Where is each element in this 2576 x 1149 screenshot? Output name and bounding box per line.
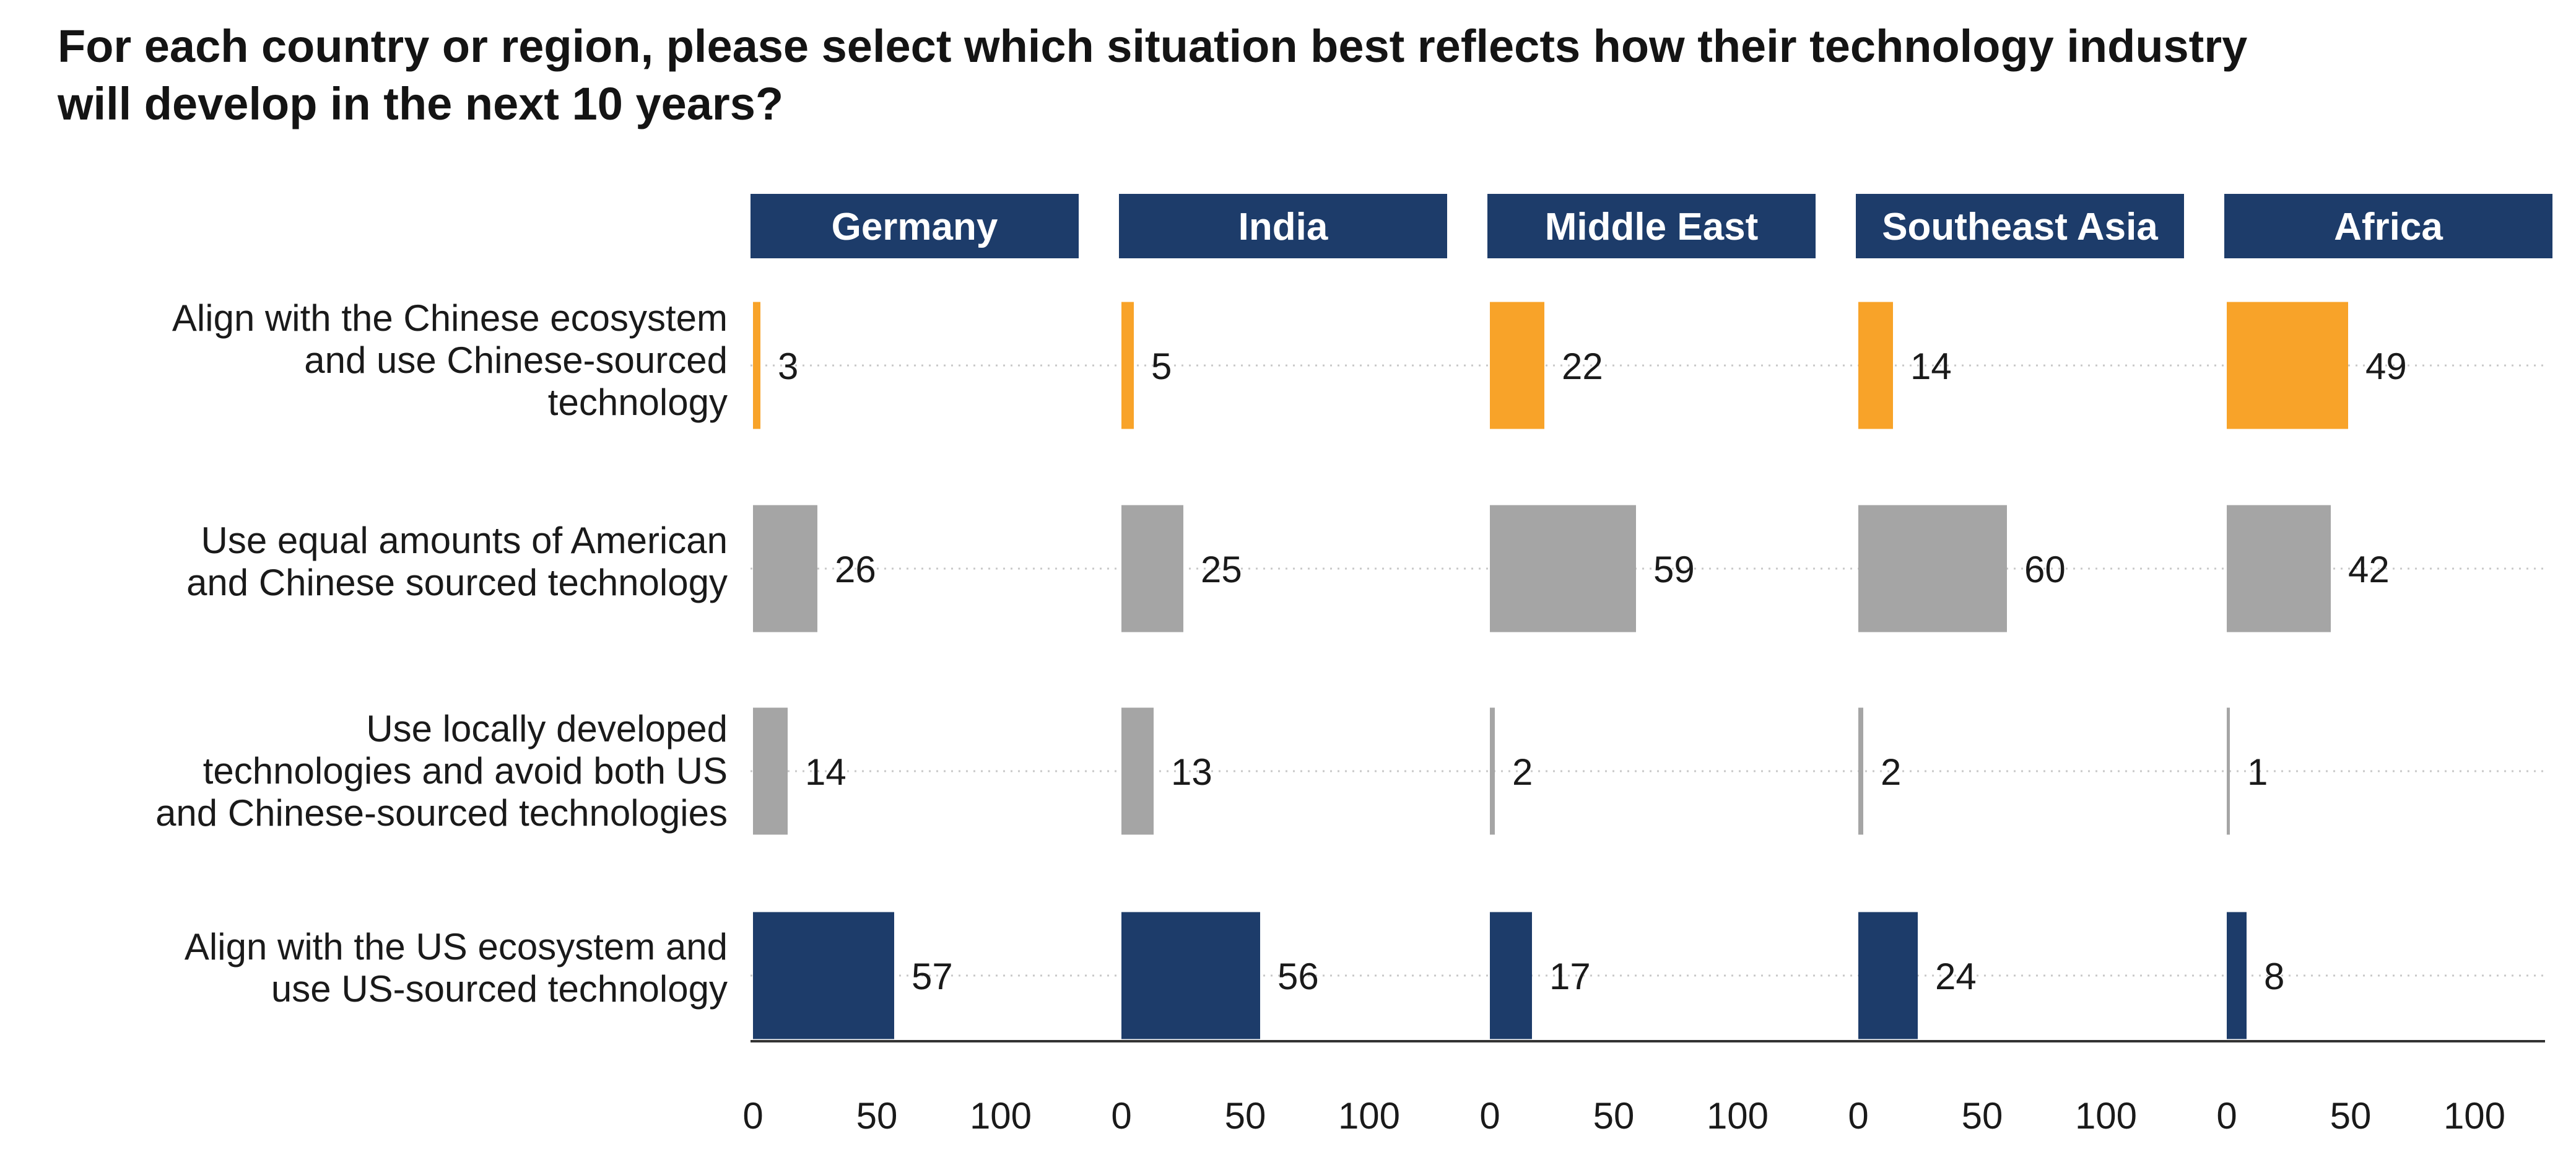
bar-local	[1121, 707, 1154, 835]
panel-header-background	[751, 194, 1079, 258]
row-label-line: Use locally developed	[366, 708, 728, 749]
axes: 0 50 100 0 50 100 0 50 100 0 50 100 0 50 100	[742, 1040, 2545, 1137]
bar-chinese	[753, 302, 760, 429]
value-label: 2	[1881, 751, 1901, 793]
bar-equal	[1858, 505, 2007, 632]
bar-local	[2227, 707, 2230, 835]
bar-local	[1490, 707, 1495, 835]
bar-local	[753, 707, 788, 835]
row-label-line: and use Chinese-sourced	[304, 339, 728, 381]
value-label: 17	[1549, 956, 1591, 997]
value-label: 25	[1201, 549, 1242, 590]
x-tick-label: 0	[2216, 1095, 2237, 1137]
bar-us	[1121, 912, 1260, 1039]
row-label-line: and Chinese sourced technology	[186, 562, 728, 603]
panel-header-background	[1119, 194, 1447, 258]
bar-equal	[2227, 505, 2331, 632]
row-label-local: Use locally developed technologies and a…	[15, 708, 728, 834]
x-tick-label: 50	[1225, 1095, 1266, 1137]
value-label: 24	[1935, 956, 1977, 997]
row-label-us: Align with the US ecosystem and use US-s…	[15, 926, 728, 1010]
x-tick-label: 50	[1593, 1095, 1635, 1137]
value-label: 1	[2247, 751, 2268, 793]
x-tick-label: 100	[970, 1095, 1032, 1137]
x-tick-label: 100	[1707, 1095, 1769, 1137]
bars: 3 26 14 57 5 25 13 56 22 59 2 17 14 60 2 24 49 42 1 8	[753, 302, 2407, 1039]
value-label: 49	[2365, 346, 2407, 387]
value-label: 14	[805, 751, 846, 793]
panel-header-label: Germany	[832, 206, 998, 248]
panel-header-background	[1856, 194, 2184, 258]
value-label: 26	[835, 549, 876, 590]
value-label: 2	[1512, 751, 1533, 793]
x-tick-label: 0	[742, 1095, 763, 1137]
value-label: 13	[1171, 751, 1212, 793]
value-label: 22	[1562, 346, 1603, 387]
row-label-line: Align with the Chinese ecosystem	[172, 297, 728, 339]
bar-us	[1858, 912, 1918, 1039]
bar-us	[753, 912, 894, 1039]
x-tick-label: 50	[856, 1095, 898, 1137]
row-label-chinese: Align with the Chinese ecosystem and use…	[15, 297, 728, 424]
bar-chinese	[1121, 302, 1134, 429]
bar-us	[2227, 912, 2247, 1039]
bar-equal	[1121, 505, 1183, 632]
row-label-line: Use equal amounts of American	[201, 520, 728, 561]
x-tick-label: 50	[2330, 1095, 2372, 1137]
panel-header: Africa	[2224, 194, 2552, 258]
x-tick-label: 0	[1479, 1095, 1500, 1137]
value-label: 57	[912, 956, 953, 997]
x-tick-label: 100	[2075, 1095, 2137, 1137]
panel-header: Middle East	[1487, 194, 1816, 258]
value-label: 5	[1151, 346, 1172, 387]
row-label-line: and Chinese-sourced technologies	[155, 792, 728, 834]
chart-title: For each country or region, please selec…	[58, 17, 2473, 133]
bar-us	[1490, 912, 1532, 1039]
chart-title-line-2: will develop in the next 10 years?	[58, 78, 784, 129]
bar-equal	[753, 505, 817, 632]
value-label: 14	[1910, 346, 1952, 387]
row-label-line: technology	[547, 382, 728, 423]
panel-header-label: Middle East	[1545, 206, 1759, 248]
value-label: 3	[778, 346, 798, 387]
x-tick-label: 50	[1962, 1095, 2003, 1137]
gridlines	[751, 364, 2545, 977]
x-tick-label: 100	[2443, 1095, 2505, 1137]
value-label: 59	[1653, 549, 1695, 590]
bar-chinese	[1490, 302, 1544, 429]
panel-header-background	[2224, 194, 2552, 258]
row-label-line: Align with the US ecosystem and	[184, 926, 728, 968]
x-tick-label: 0	[1111, 1095, 1131, 1137]
row-label-line: use US-sourced technology	[271, 968, 728, 1010]
panel-header-label: Africa	[2334, 206, 2443, 248]
bar-local	[1858, 707, 1863, 835]
x-tick-label: 100	[1338, 1095, 1400, 1137]
bar-equal	[1490, 505, 1636, 632]
panel-header: Southeast Asia	[1856, 194, 2184, 258]
row-label-line: technologies and avoid both US	[202, 750, 728, 792]
bar-chinese	[1858, 302, 1893, 429]
panel-header: Germany	[751, 194, 1079, 258]
panel-header-background	[1487, 194, 1816, 258]
value-label: 60	[2024, 549, 2066, 590]
panel-header: India	[1119, 194, 1447, 258]
value-label: 56	[1277, 956, 1319, 997]
value-label: 8	[2264, 956, 2284, 997]
x-tick-label: 0	[1848, 1095, 1868, 1137]
chart-title-line-1: For each country or region, please selec…	[58, 20, 2248, 72]
row-label-equal: Use equal amounts of American and Chines…	[15, 520, 728, 604]
value-label: 42	[2348, 549, 2390, 590]
panel-header-label: India	[1238, 206, 1328, 248]
panel-header-label: Southeast Asia	[1882, 206, 2158, 248]
panel-headers: Germany India Middle East Southeast Asia Afr…	[751, 194, 2552, 258]
bar-chinese	[2227, 302, 2348, 429]
